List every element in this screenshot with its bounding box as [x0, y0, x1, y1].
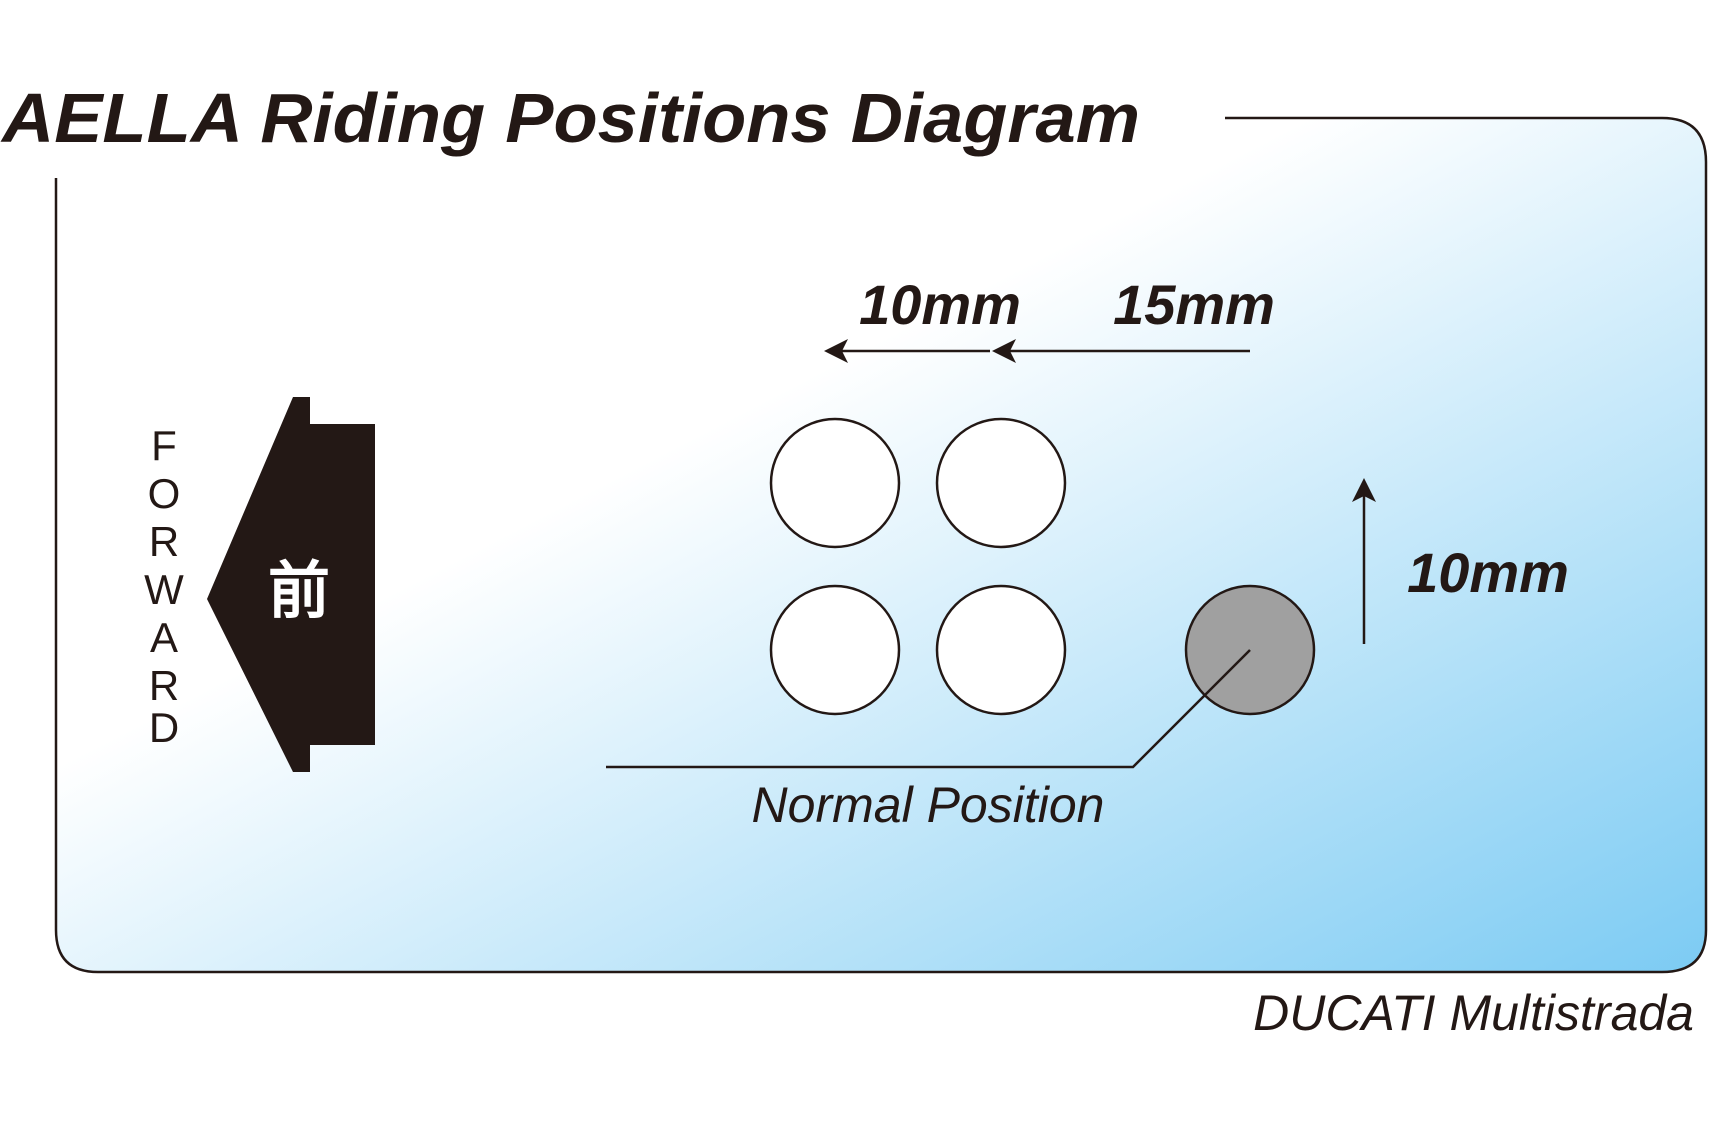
forward-letter: D	[149, 704, 179, 751]
forward-letter: R	[149, 662, 179, 709]
model-label: DUCATI Multistrada	[1253, 985, 1694, 1041]
forward-letter: O	[148, 470, 181, 517]
panel-border	[54, 116, 1708, 974]
horizontal-offset-arrows	[824, 339, 1250, 363]
offset-label-10mm-horizontal: 10mm	[859, 273, 1021, 336]
forward-letter: W	[144, 566, 184, 613]
position-circle-top-right	[935, 417, 1067, 549]
position-circle-top-left	[769, 417, 901, 549]
offset-label-15mm-horizontal: 15mm	[1113, 273, 1275, 336]
normal-position-leader-line	[606, 649, 1251, 769]
forward-label: F O R W A R D	[144, 422, 184, 751]
panel-background	[56, 118, 1706, 972]
forward-letter: A	[150, 614, 178, 661]
offset-label-10mm-vertical: 10mm	[1407, 541, 1569, 604]
normal-position-label: Normal Position	[752, 777, 1105, 833]
forward-arrow-icon	[207, 397, 375, 772]
arrowhead-left-icon	[824, 339, 848, 363]
position-circle-bottom-left	[769, 584, 901, 716]
forward-letter: R	[149, 518, 179, 565]
arrowhead-left-icon	[992, 339, 1016, 363]
position-circle-bottom-right	[935, 584, 1067, 716]
arrowhead-up-icon	[1352, 478, 1376, 502]
forward-arrow-glyph: 前	[268, 554, 330, 627]
forward-letter: F	[151, 422, 177, 469]
diagram-title: AELLA Riding Positions Diagram	[0, 79, 1140, 157]
position-grid	[769, 417, 1067, 716]
